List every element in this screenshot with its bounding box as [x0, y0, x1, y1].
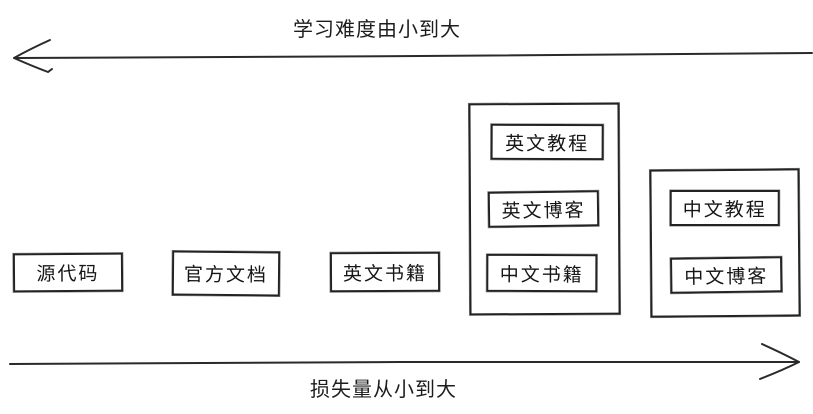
box-chinese-tutorials: 中文教程	[669, 189, 780, 227]
loss-arrow	[9, 343, 800, 380]
box-english-blogs: 英文博客	[487, 190, 600, 228]
group-middle: 英文教程 英文博客 中文书籍	[468, 102, 621, 316]
box-english-tutorials: 英文教程	[490, 123, 604, 161]
box-english-books: 英文书籍	[329, 251, 441, 293]
box-chinese-blogs: 中文博客	[670, 256, 783, 294]
loss-axis-label: 损失量从小到大	[310, 379, 457, 401]
difficulty-arrow	[13, 39, 813, 74]
box-chinese-books: 中文书籍	[486, 253, 598, 293]
group-right: 中文教程 中文博客	[649, 168, 801, 318]
difficulty-axis-label: 学习难度由小到大	[293, 19, 461, 41]
box-official-docs: 官方文档	[171, 250, 281, 297]
box-source-code: 源代码	[12, 252, 124, 293]
